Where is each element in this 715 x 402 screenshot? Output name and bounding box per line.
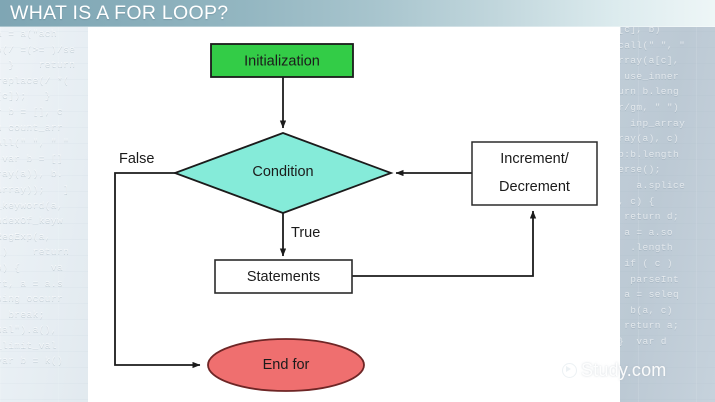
study-com-watermark: Study.com (562, 360, 667, 381)
node-end-for[interactable]: End for (207, 338, 365, 392)
background-code-right: a[c], b) call(" ", " array(a[c], n use_i… (612, 24, 686, 347)
copyright-icon (562, 363, 577, 378)
edge-condition-false: False (114, 151, 201, 369)
node-increment-label-line2: Decrement (499, 179, 570, 195)
node-initialization-label: Initialization (244, 53, 320, 69)
edge-label-true: True (291, 225, 320, 241)
watermark-text: Study.com (581, 360, 667, 380)
node-condition-label: Condition (252, 164, 313, 180)
edge-statements-to-increment (352, 210, 537, 277)
node-increment-decrement[interactable]: Increment/ Decrement (471, 141, 598, 206)
edge-label-false: False (119, 151, 154, 167)
node-statements[interactable]: Statements (214, 259, 353, 294)
background-code-left: a = a("ach b(/ =(>= )/se } return replac… (0, 28, 76, 367)
node-initialization[interactable]: Initialization (210, 43, 354, 78)
node-statements-label: Statements (247, 269, 320, 285)
page-title: WHAT IS A FOR LOOP? (10, 2, 229, 24)
edge-condition-true: True (279, 213, 320, 257)
node-end-for-label: End for (263, 357, 310, 373)
node-increment-label-line1: Increment/ (500, 151, 569, 167)
title-bar: WHAT IS A FOR LOOP? (0, 0, 715, 27)
node-condition[interactable]: Condition (172, 132, 394, 214)
